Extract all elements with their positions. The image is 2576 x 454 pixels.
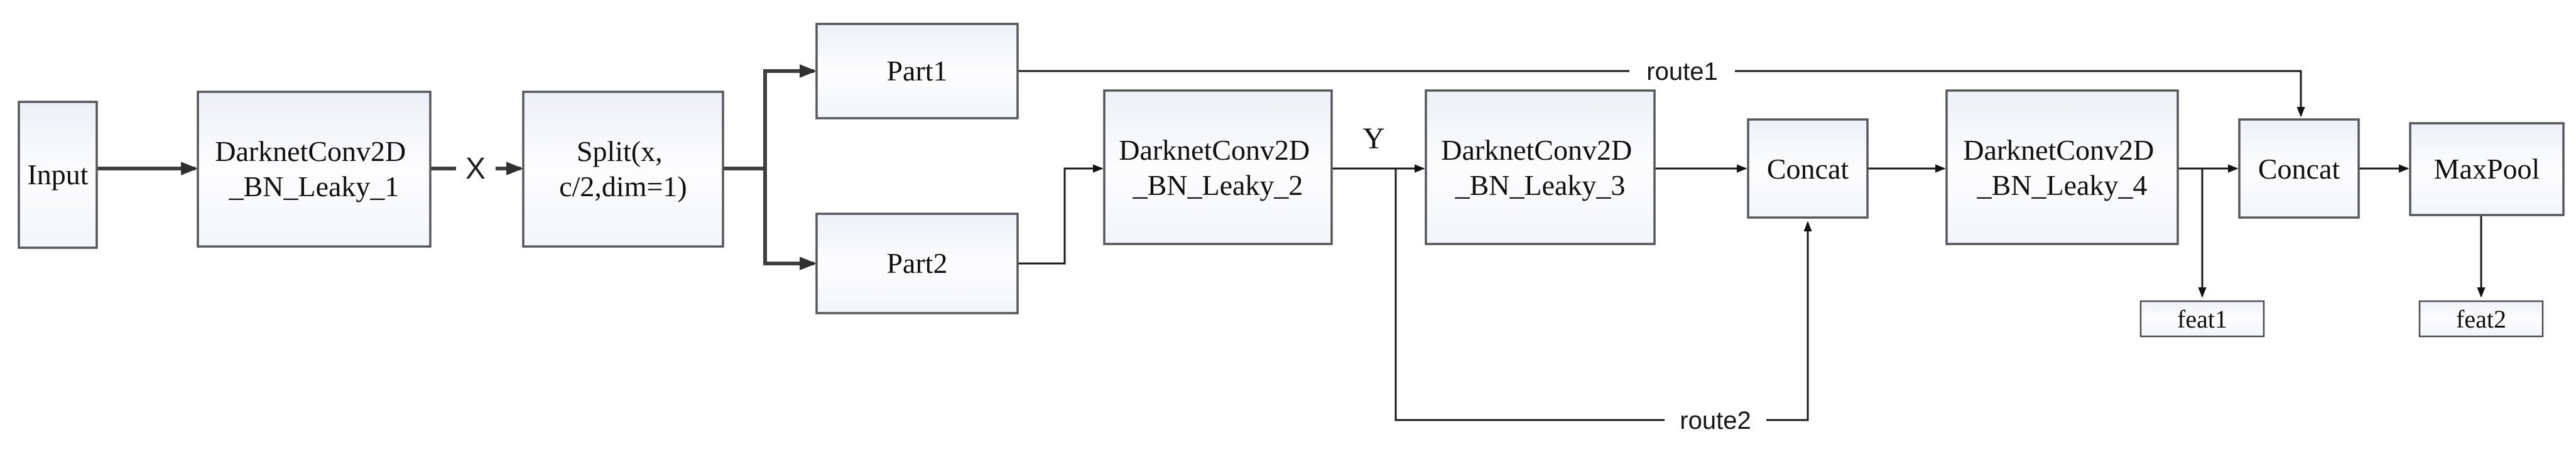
node-feat2: feat2 — [2418, 300, 2544, 338]
concat1-label: Concat — [1767, 153, 1849, 185]
split-label: Split(x, c/2,dim=1) — [559, 135, 687, 202]
edge-y-route2-left — [1394, 169, 1665, 421]
part1-box — [815, 23, 1019, 119]
conv1-box — [197, 91, 432, 248]
node-darknetconv2d-bn-leaky-2: DarknetConv2D _BN_Leaky_2 — [1103, 89, 1333, 245]
feat1-label: feat1 — [2177, 305, 2227, 333]
node-split: Split(x, c/2,dim=1) — [522, 91, 724, 248]
node-feat1: feat1 — [2139, 300, 2265, 338]
node-concat-1: Concat — [1747, 118, 1869, 219]
input-box — [18, 101, 98, 249]
edge-label-x: X — [465, 152, 486, 185]
edge-route2-concat1 — [1766, 221, 1812, 421]
conv2-box — [1103, 89, 1333, 245]
feat2-label: feat2 — [2456, 305, 2506, 333]
part2-label: Part2 — [886, 247, 947, 279]
edge-split-part2 — [763, 169, 817, 270]
node-input: Input — [18, 101, 98, 249]
node-darknetconv2d-bn-leaky-1: DarknetConv2D _BN_Leaky_1 — [197, 91, 432, 248]
concat2-box — [2238, 118, 2360, 219]
node-maxpool: MaxPool — [2409, 122, 2565, 216]
node-darknetconv2d-bn-leaky-3: DarknetConv2D _BN_Leaky_3 — [1425, 89, 1656, 245]
maxpool-box — [2409, 122, 2565, 216]
part2-box — [815, 213, 1019, 314]
edge-label-route2: route2 — [1680, 407, 1751, 435]
concat2-label: Concat — [2258, 153, 2340, 185]
conv2-label: DarknetConv2D _BN_Leaky_2 — [1119, 134, 1317, 201]
nodes: Input DarknetConv2D _BN_Leaky_1 Split(x,… — [18, 23, 2565, 338]
part1-label: Part1 — [886, 55, 947, 87]
input-label: Input — [27, 158, 88, 191]
node-darknetconv2d-bn-leaky-4: DarknetConv2D _BN_Leaky_4 — [1945, 89, 2179, 245]
split-box — [522, 91, 724, 248]
edge-route1-concat2 — [1735, 70, 2305, 118]
conv3-box — [1425, 89, 1656, 245]
edges — [97, 64, 2486, 421]
node-part1: Part1 — [815, 23, 1019, 119]
edge-labels: X Y route1 route2 — [465, 58, 1751, 435]
edge-label-y: Y — [1363, 122, 1385, 155]
edge-part2-conv2 — [1018, 164, 1104, 265]
concat1-box — [1747, 118, 1869, 219]
conv1-label: DarknetConv2D _BN_Leaky_1 — [215, 135, 413, 202]
maxpool-label: MaxPool — [2434, 153, 2540, 185]
conv4-box — [1945, 89, 2179, 245]
conv4-label: DarknetConv2D _BN_Leaky_4 — [1963, 134, 2161, 201]
edge-label-route1: route1 — [1646, 58, 1717, 86]
feat1-box — [2139, 300, 2265, 338]
node-part2: Part2 — [815, 213, 1019, 314]
feat2-box — [2418, 300, 2544, 338]
edge-split-part1 — [723, 64, 817, 170]
conv3-label: DarknetConv2D _BN_Leaky_3 — [1441, 134, 1639, 201]
node-concat-2: Concat — [2238, 118, 2360, 219]
